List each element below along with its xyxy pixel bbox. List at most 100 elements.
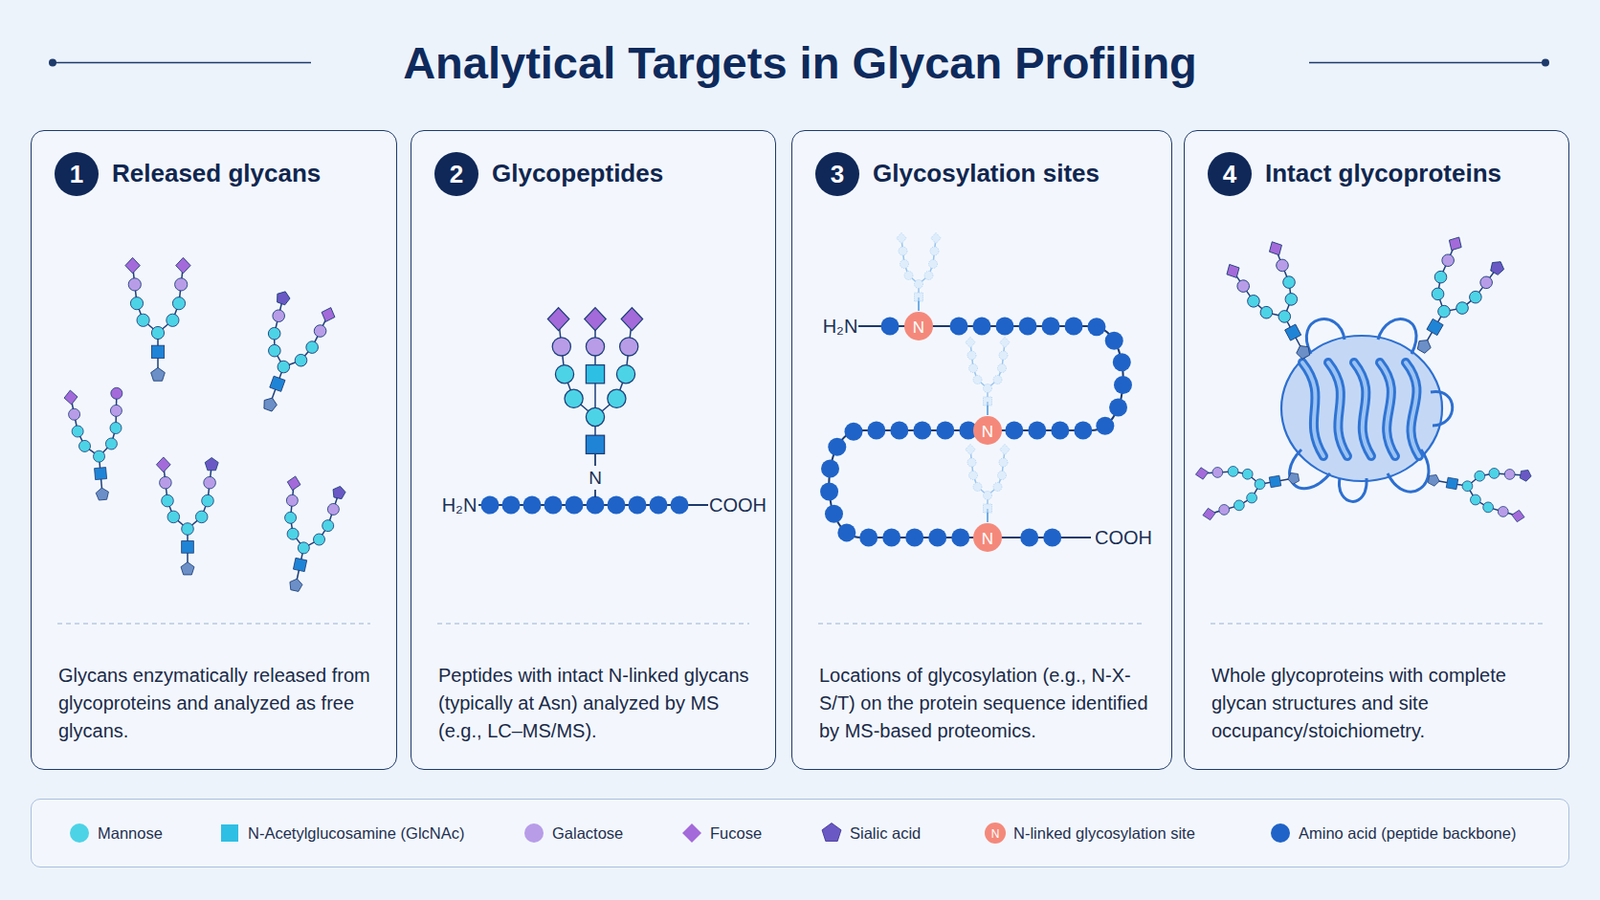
amino-acid xyxy=(628,496,647,515)
residue-pentagon xyxy=(274,288,292,306)
residue-square xyxy=(1268,475,1282,489)
residue-circle xyxy=(914,280,924,289)
target-panel: 2GlycopeptidesPeptides with intact N-lin… xyxy=(410,130,777,771)
residue-square xyxy=(585,365,604,384)
residue-circle xyxy=(900,260,910,269)
amino-acid xyxy=(1095,417,1114,436)
glycan xyxy=(547,308,643,455)
amino-acid xyxy=(844,422,863,442)
residue-circle xyxy=(983,384,993,394)
residue-circle xyxy=(312,323,329,339)
residue-circle xyxy=(286,527,300,541)
residue-circle xyxy=(1253,478,1267,491)
legend-text: N-linked glycosylation site xyxy=(1013,823,1196,844)
target-panel: 4Intact glycoproteinsWhole glycoproteins… xyxy=(1183,130,1570,771)
legend-swatch xyxy=(682,823,702,844)
residue-circle xyxy=(167,511,180,524)
residue-circle xyxy=(1273,257,1290,274)
residue-circle xyxy=(109,422,122,435)
residue-circle xyxy=(564,389,583,408)
residue-circle xyxy=(159,476,173,489)
residue-pentagon xyxy=(1427,473,1441,488)
glycan xyxy=(155,457,219,576)
amino-acid xyxy=(586,496,605,515)
legend-text: Galactose xyxy=(552,823,623,844)
residue-square xyxy=(94,467,108,481)
glycan xyxy=(965,336,1011,406)
residue-pentagon xyxy=(1488,258,1507,277)
residue-diamond xyxy=(621,308,643,332)
residue-circle xyxy=(195,511,208,524)
amino-acid xyxy=(996,317,1015,336)
amino-acid xyxy=(1113,376,1133,395)
residue-circle xyxy=(1245,491,1259,505)
amino-acid xyxy=(1112,353,1132,372)
residue-circle xyxy=(969,364,978,374)
residue-diamond xyxy=(63,389,78,405)
callout-number: 2 xyxy=(434,152,479,197)
residue-circle xyxy=(270,308,287,324)
glycan xyxy=(965,444,1011,513)
amino-acid xyxy=(820,482,839,501)
panel-divider xyxy=(437,622,750,624)
amino-acid xyxy=(1043,529,1062,548)
residue-circle xyxy=(1488,467,1501,481)
residue-circle xyxy=(78,440,91,453)
residue-pentagon xyxy=(1293,342,1312,360)
amino-acid xyxy=(912,422,932,441)
residue-circle xyxy=(999,351,1008,360)
amino-acid xyxy=(1027,422,1046,441)
residue-pentagon xyxy=(261,396,279,413)
residue-circle xyxy=(203,476,217,489)
glycan xyxy=(1394,233,1508,367)
glycan xyxy=(239,288,338,422)
legend-swatch xyxy=(524,823,544,844)
amino-acid xyxy=(523,496,542,515)
residue-circle xyxy=(1283,290,1300,308)
residue-circle xyxy=(967,351,977,360)
amino-acid xyxy=(1109,398,1128,417)
amino-acid xyxy=(824,505,844,524)
legend-swatch xyxy=(221,824,239,843)
amino-acid xyxy=(882,529,901,548)
residue-square xyxy=(292,557,307,572)
residue-circle xyxy=(110,387,123,400)
residue-square xyxy=(181,541,195,555)
residue-diamond xyxy=(1194,466,1209,482)
amino-acid xyxy=(649,496,668,515)
residue-circle xyxy=(1440,252,1457,269)
amino-acid xyxy=(866,422,886,441)
residue-circle xyxy=(1233,499,1246,512)
residue-circle xyxy=(1226,466,1240,479)
amino-acid xyxy=(481,496,500,515)
residue-square xyxy=(585,435,604,454)
residue-circle xyxy=(585,337,604,356)
residue-circle xyxy=(296,541,311,556)
residue-square xyxy=(1445,477,1459,490)
amino-acid xyxy=(827,438,846,457)
residue-circle xyxy=(1453,299,1470,316)
legend-text: Mannose xyxy=(97,823,163,844)
residue-diamond xyxy=(1222,261,1243,282)
amino-acid xyxy=(670,496,689,515)
glycan xyxy=(1194,451,1304,522)
residue-circle xyxy=(555,365,574,384)
legend-site-letter: N xyxy=(991,828,1000,841)
title-rule xyxy=(52,62,312,65)
residue-circle xyxy=(1478,274,1495,291)
glycan xyxy=(266,474,348,597)
residue-circle xyxy=(898,246,908,256)
glycosylation-site xyxy=(904,311,934,341)
residue-circle xyxy=(998,471,1007,481)
residue-circle xyxy=(275,358,291,375)
panel-heading: Released glycans xyxy=(111,158,321,189)
amino-acid xyxy=(821,460,840,479)
target-panel: 3Glycosylation sitesLocations of glycosy… xyxy=(791,130,1173,771)
beta-strand-highlight xyxy=(1328,362,1348,457)
residue-circle xyxy=(973,376,982,385)
beta-strand xyxy=(1302,362,1324,457)
residue-pentagon xyxy=(1415,336,1434,356)
title-rule-dot xyxy=(1541,59,1550,67)
